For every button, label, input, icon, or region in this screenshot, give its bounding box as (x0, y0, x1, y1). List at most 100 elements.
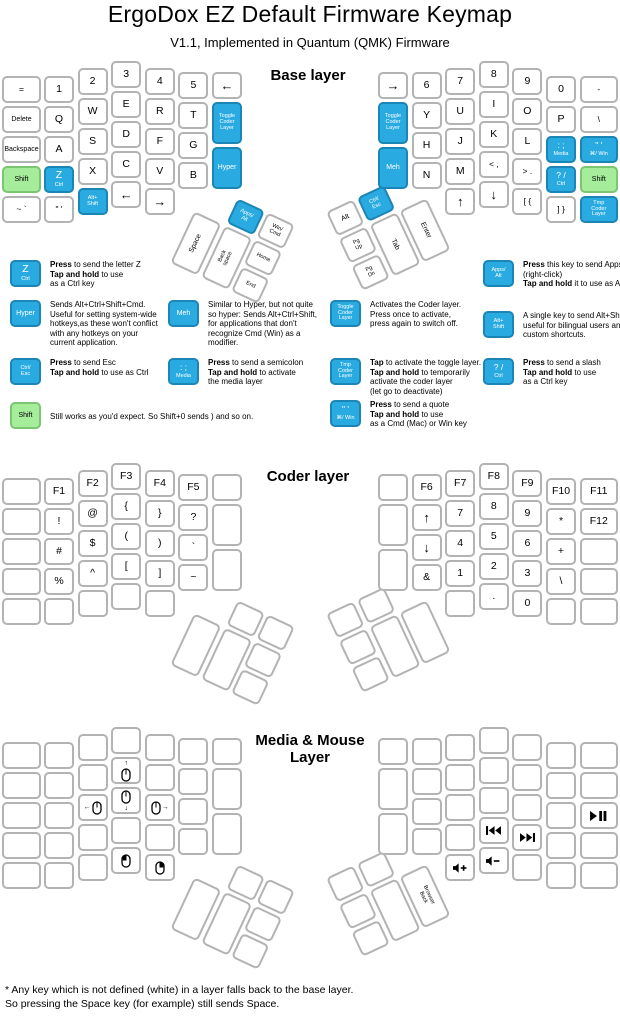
legend-key-quote-cmd-win: " '⌘/ Win (330, 400, 363, 429)
key-tmp-coder-layer: Tmp Coder Layer (579, 196, 618, 223)
blank-key (411, 768, 442, 795)
blank-key (2, 772, 41, 799)
next-track-icon (519, 833, 535, 842)
legend-key-tmp-coder-layer: Tmp Coder Layer (330, 358, 363, 387)
legend-text: Tap to activate the toggle layer.Tap and… (370, 358, 482, 396)
blank-key (2, 478, 41, 505)
blank-key (512, 764, 543, 791)
blank-key (2, 508, 41, 535)
key-b: B (178, 162, 209, 189)
key-8: 8 (478, 493, 509, 520)
blank-key (77, 734, 108, 761)
key-right: → (144, 188, 175, 215)
key-close-paren: ) (144, 530, 175, 557)
key-f12: F12 (579, 508, 618, 535)
blank-key (378, 768, 408, 810)
key-toggle-coder-layer: Toggle Coder Layer (330, 300, 361, 327)
volume-down-icon (486, 855, 501, 866)
blank-key (144, 734, 175, 761)
blank-key (478, 757, 509, 784)
key-left: ← (212, 72, 242, 99)
blank-key (212, 549, 242, 591)
key-4: 4 (144, 68, 175, 95)
blank-key (512, 794, 543, 821)
key-1: 1 (44, 76, 74, 103)
blank-key (445, 590, 476, 617)
key-down: ↓ (478, 181, 509, 208)
key-asterisk: * (546, 508, 576, 535)
key-3: 3 (111, 61, 142, 88)
legend-text: Activates the Coder layer.Press once to … (370, 300, 462, 329)
key-exclaim: ! (44, 508, 74, 535)
play-pause-icon (590, 810, 607, 821)
key-alt-plus-shift: Alt+ Shift (483, 311, 514, 338)
key-minus: - (579, 76, 618, 103)
blank-key (546, 832, 576, 859)
left-thumb-cluster (169, 850, 299, 974)
key-r: R (144, 98, 175, 125)
key-x: X (77, 158, 108, 185)
key-ampersand: & (411, 564, 442, 591)
key-v: V (144, 158, 175, 185)
key-open-paren: ( (111, 523, 142, 550)
key-6: 6 (411, 72, 442, 99)
key-open-bracket: [ (111, 553, 142, 580)
key-o: O (512, 98, 543, 125)
key-shift: Shift (579, 166, 618, 193)
blank-key (411, 798, 442, 825)
key-f8: F8 (478, 463, 509, 490)
blank-key (2, 832, 41, 859)
blank-key (2, 862, 41, 889)
mouse-button-right-icon (155, 860, 165, 875)
key-2: 2 (77, 68, 108, 95)
legend-key-shift: Shift (10, 402, 43, 431)
key-close-bracket: ] (144, 560, 175, 587)
blank-key (44, 832, 74, 859)
key-question: ? (178, 504, 209, 531)
blank-key (212, 504, 242, 546)
blank-key (579, 598, 618, 625)
blank-key (579, 832, 618, 859)
mouse-left-icon: ← (84, 800, 102, 815)
key-mouse-button-right (144, 854, 175, 881)
key-volume-down (478, 847, 509, 874)
key-0: 0 (546, 76, 576, 103)
blank-key (212, 474, 242, 501)
blank-key (44, 802, 74, 829)
legend-key-hyper: Hyper (10, 300, 43, 329)
key-open-brace: { (111, 493, 142, 520)
key-open-bracket-open-brace: [ { (512, 188, 543, 215)
key-5: 5 (178, 72, 209, 99)
key-at: @ (77, 500, 108, 527)
blank-key (212, 813, 242, 855)
key-c: C (111, 151, 142, 178)
blank-key (77, 824, 108, 851)
key-7: 7 (445, 68, 476, 95)
blank-key (445, 794, 476, 821)
key-meh: Meh (378, 147, 408, 189)
key-f1: F1 (44, 478, 74, 505)
key-t: T (178, 102, 209, 129)
key-y: Y (411, 102, 442, 129)
key-hyper: Hyper (10, 300, 41, 327)
blank-key (44, 598, 74, 625)
key-down: ↓ (411, 534, 442, 561)
key-toggle-coder-layer: Toggle Coder Layer (212, 102, 242, 144)
key-tilde-grave: ~ ` (2, 196, 41, 223)
key-k: K (478, 121, 509, 148)
key-right: → (378, 72, 408, 99)
legend-key-semicolon-media: : ;Media (168, 358, 201, 387)
blank-key (111, 727, 142, 754)
blank-key (144, 824, 175, 851)
blank-key (44, 772, 74, 799)
blank-key (411, 828, 442, 855)
key-d: D (111, 121, 142, 148)
